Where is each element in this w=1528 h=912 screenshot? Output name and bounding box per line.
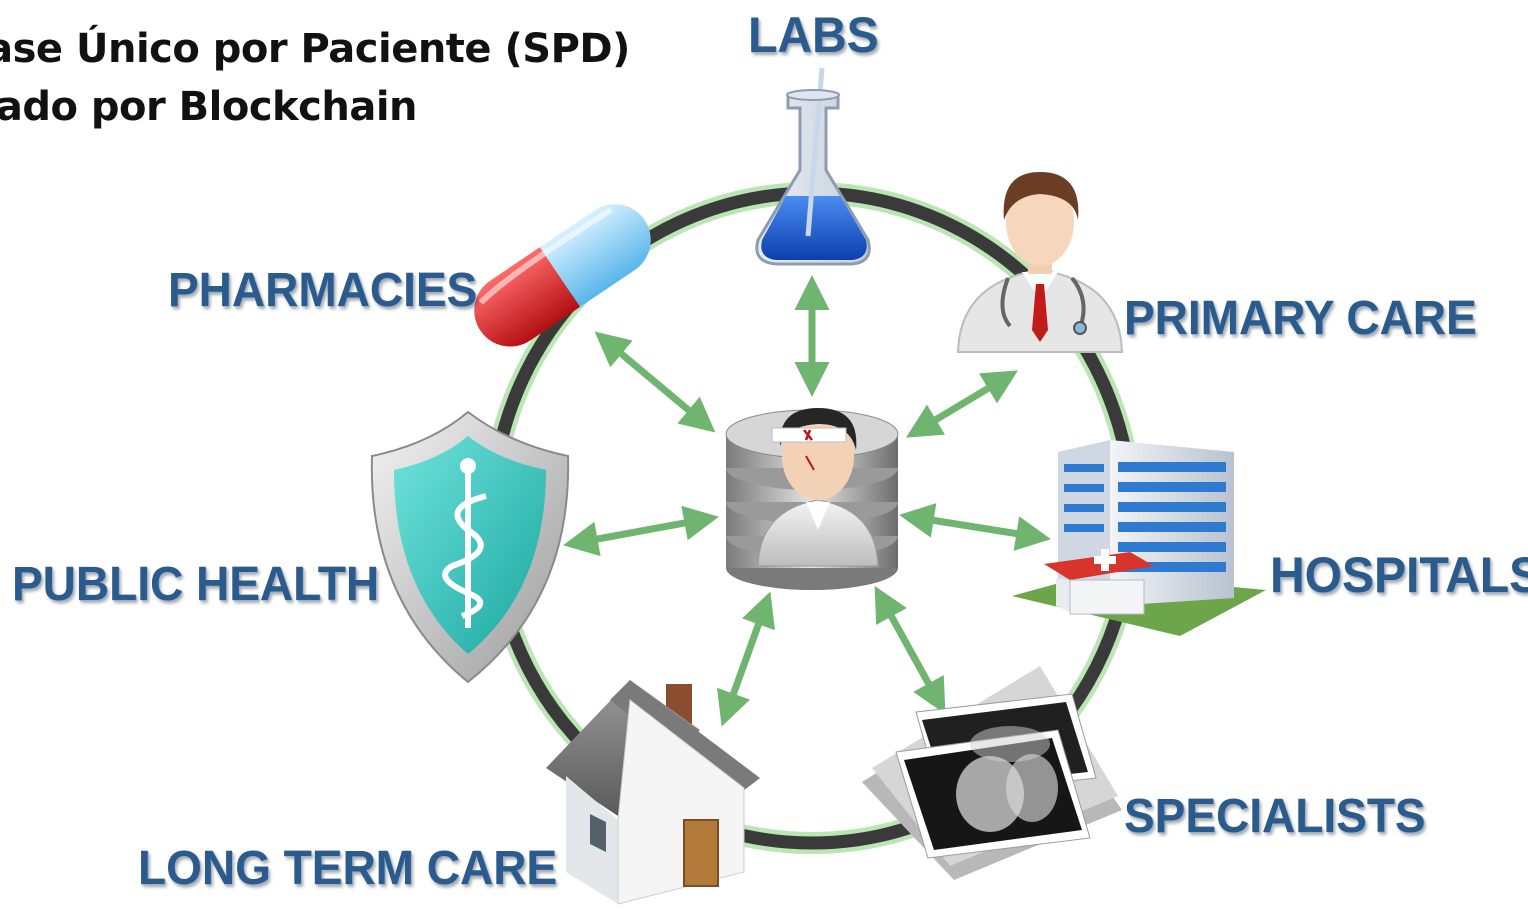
label-public-health: PUBLIC HEALTH — [12, 555, 380, 611]
arrow-pharmacies — [594, 331, 716, 433]
label-labs: LABS — [748, 7, 879, 64]
pill-capsule-icon — [474, 204, 651, 347]
house-icon — [546, 680, 760, 905]
title-line-1: base Único por Paciente (SPD) — [0, 26, 630, 72]
arrow-primary-care — [905, 370, 1019, 438]
label-long-term-care: LONG TERM CARE — [138, 839, 558, 895]
xray-films-icon — [862, 666, 1122, 880]
label-primary-care: PRIMARY CARE — [1124, 289, 1477, 345]
connection-arrows — [563, 275, 1051, 727]
page-title: base Único por Paciente (SPD) rtado por … — [0, 20, 630, 136]
doctor-icon — [956, 172, 1124, 353]
title-line-2: rtado por Blockchain — [0, 84, 418, 130]
hospital-building-icon — [1012, 440, 1266, 636]
label-specialists: SPECIALISTS — [1124, 787, 1426, 843]
patient-database-icon — [725, 408, 899, 590]
flask-icon — [755, 67, 871, 266]
caduceus-shield-icon — [370, 410, 570, 684]
arrow-hospitals — [899, 503, 1051, 551]
label-hospitals: HOSPITALS — [1270, 547, 1528, 604]
arrow-public-health — [563, 505, 719, 557]
label-pharmacies: PHARMACIES — [168, 261, 478, 317]
arrow-long-term-care — [717, 591, 775, 727]
arrow-specialists — [874, 585, 946, 715]
